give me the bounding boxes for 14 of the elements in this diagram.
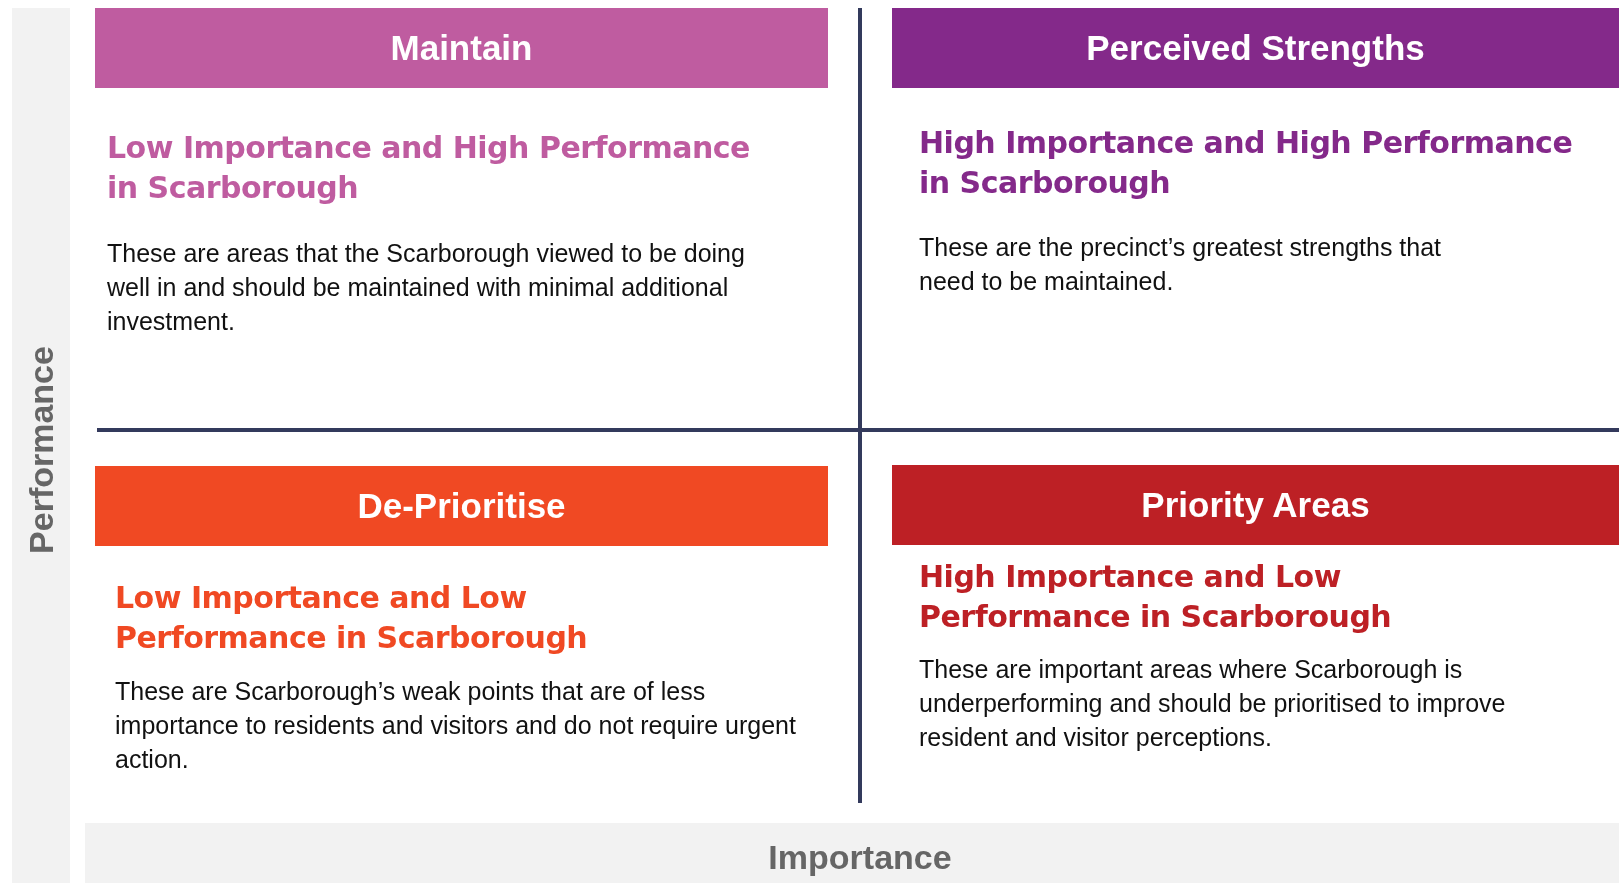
quadrant-description: These are Scarborough’s weak points that are of less importance to residents and visitors and do not require urgent action.: [115, 676, 797, 775]
quadrant-subtitle: Low Importance and High Performance in Scarborough: [107, 129, 751, 207]
quadrant-description: These are areas that the Scarborough viewed to be doing well in and should be maintained with minimal additional investment.: [107, 238, 746, 337]
quadrant-header: Perceived Strengths: [892, 8, 1619, 88]
quadrant-subtitle: High Importance and Low Performance in Scarborough: [919, 558, 1393, 636]
quadrant-header: Priority Areas: [892, 465, 1619, 545]
quadrant-subtitle: High Importance and High Performance in Scarborough: [919, 124, 1574, 202]
quadrant-header: Maintain: [95, 8, 828, 88]
axis-label: Performance: [21, 346, 61, 554]
quadrant-subtitle: Low Importance and Low Performance in Scarborough: [115, 579, 589, 657]
quadrant-description: These are the precinct’s greatest strengths that need to be maintained.: [919, 232, 1443, 297]
axis-label: Importance: [768, 837, 952, 877]
quadrant-description: These are important areas where Scarborough is underperforming and should be prioritised to improve resident and visitor perceptions.: [919, 654, 1507, 753]
quadrant-header: De-Prioritise: [95, 466, 828, 546]
